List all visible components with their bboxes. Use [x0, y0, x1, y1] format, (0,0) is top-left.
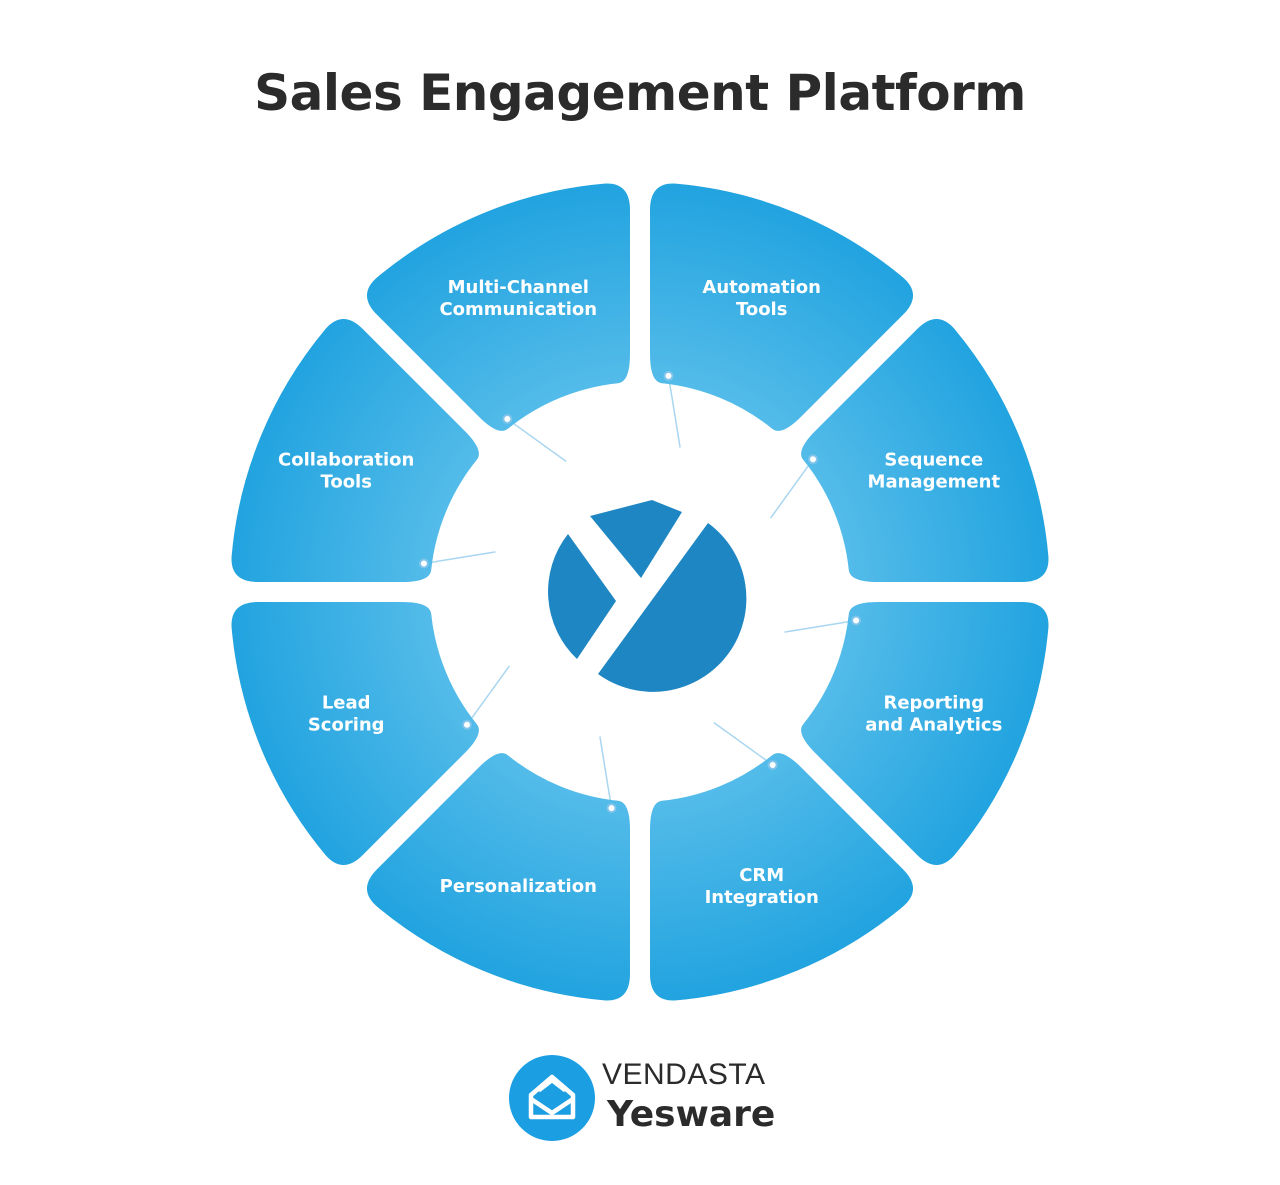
segment-label-line: Sequence — [884, 449, 983, 470]
segment-label-line: Collaboration — [278, 449, 414, 470]
brand-yesware: Yesware — [607, 1094, 776, 1135]
segment-crm-integration — [650, 753, 914, 1001]
connector-dot — [767, 760, 778, 770]
connector-dot — [462, 719, 472, 730]
connector-dot — [663, 370, 674, 381]
envelope-logo-icon — [509, 1055, 595, 1141]
segment-reporting-and-analytics — [801, 602, 1049, 866]
connector-lines — [423, 375, 857, 809]
segment-lead-scoring — [231, 602, 479, 866]
segment-label-line: and Analytics — [865, 715, 1002, 736]
connector-line — [423, 551, 496, 565]
connector-dot — [808, 454, 818, 465]
segment-label-line: Communication — [439, 299, 597, 320]
segment-label-line: Management — [868, 471, 1001, 492]
connector-line — [667, 375, 681, 448]
connector-line — [784, 619, 857, 633]
segment-label-line: Tools — [736, 299, 788, 320]
segment-label-line: Lead — [322, 693, 371, 714]
segment-multi-channel-communication — [366, 183, 630, 431]
connector-line — [506, 418, 567, 463]
connector-line — [713, 721, 774, 766]
segment-label-line: Multi-Channel — [448, 277, 589, 298]
connector-line — [599, 736, 613, 809]
segment-personalization — [366, 753, 630, 1001]
segment-automation-tools — [650, 183, 914, 431]
segment-label-line: Scoring — [308, 715, 385, 736]
yesware-y-logo-icon — [548, 500, 747, 692]
segment-label-line: Tools — [320, 471, 372, 492]
connector-line — [466, 665, 511, 726]
segment-sequence-management — [801, 318, 1049, 582]
page-title: Sales Engagement Platform — [254, 64, 1026, 122]
connector-dot — [502, 414, 513, 424]
segment-collaboration-tools — [231, 318, 479, 582]
segment-label-line: Integration — [705, 887, 819, 908]
connector-dot — [851, 615, 862, 626]
connector-dot — [418, 558, 429, 569]
segment-label-line: Reporting — [883, 693, 984, 714]
connector-dot — [606, 803, 617, 814]
segment-label-line: Personalization — [440, 876, 597, 897]
segment-label-line: Automation — [702, 277, 821, 298]
segment-label-personalization: Personalization — [440, 876, 597, 897]
segment-label-line: CRM — [739, 865, 784, 886]
brand-vendasta: VENDASTA — [602, 1058, 766, 1091]
connector-line — [769, 458, 814, 519]
